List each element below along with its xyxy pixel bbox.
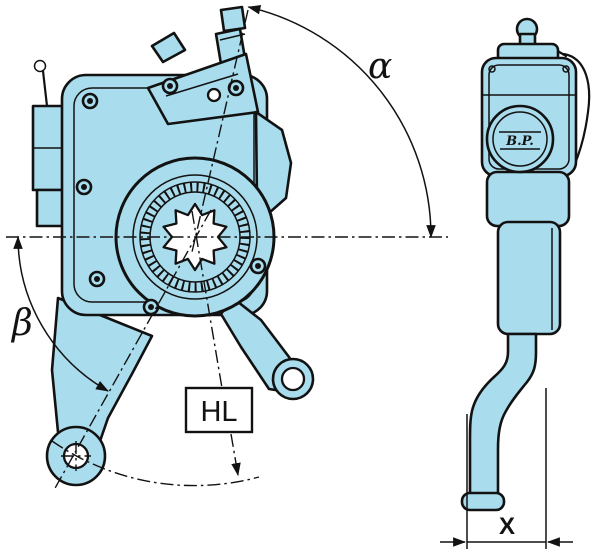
inspection-hole xyxy=(206,87,222,103)
front-view: α β HL xyxy=(6,5,448,491)
beta-arc xyxy=(13,235,109,392)
lever-length-callout: HL xyxy=(184,386,254,477)
beta-label: β xyxy=(10,303,33,344)
bolt-head xyxy=(142,298,160,316)
hl-leader-arrow xyxy=(230,433,241,477)
mounting-bracket xyxy=(31,104,67,228)
bolt-head xyxy=(161,77,179,95)
x-dimension: X xyxy=(440,388,573,549)
side-lever-arm xyxy=(460,332,538,512)
bpw-logo-text: B.P. xyxy=(505,134,534,149)
cotter-pin xyxy=(33,59,49,108)
release-lever-tab xyxy=(150,31,187,64)
bolt-head xyxy=(249,257,267,275)
lever-arm xyxy=(45,296,154,487)
arm-axis xyxy=(53,209,212,491)
control-arm-hole xyxy=(280,366,306,392)
side-body xyxy=(480,42,578,336)
brand-badge: B.P. xyxy=(485,104,555,174)
hl-box xyxy=(184,386,254,434)
bolt-head xyxy=(88,270,106,288)
arm-foot xyxy=(460,491,506,512)
shaft-axis xyxy=(191,9,249,253)
bolt-head xyxy=(81,92,99,110)
bolt-head xyxy=(75,178,93,196)
alpha-label: α xyxy=(368,46,392,87)
angle-dimensions: α β xyxy=(10,5,436,392)
swing-arc xyxy=(51,440,260,487)
side-view: B.P. X xyxy=(440,17,591,549)
bolt-head xyxy=(227,79,245,97)
hl-label: HL xyxy=(200,396,237,428)
x-dimension-label: X xyxy=(499,513,515,540)
control-arm xyxy=(219,296,315,401)
lever-length-axis xyxy=(191,210,223,389)
alpha-arc xyxy=(247,5,436,239)
worm-housing-plate xyxy=(146,52,260,126)
